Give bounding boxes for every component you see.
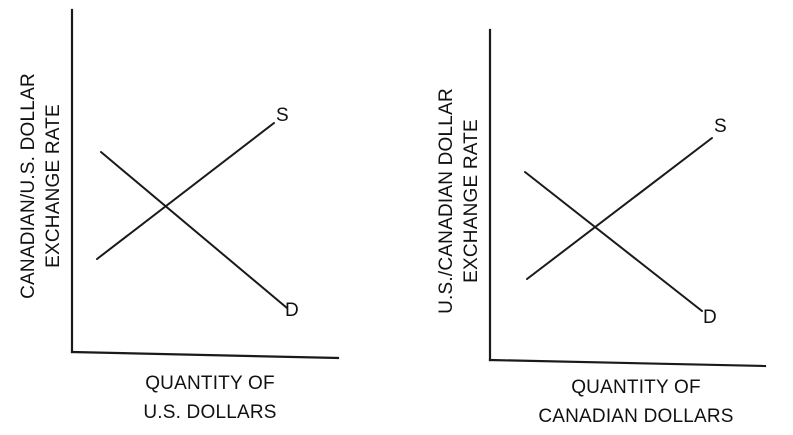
left-supply-curve [96,122,275,260]
right-y-axis-label: U.S./CANADIAN DOLLAR EXCHANGE RATE [436,88,482,314]
left-y-axis-label: CANADIAN/U.S. DOLLAR EXCHANGE RATE [18,73,64,299]
right-x-axis-label-line-1: QUANTITY OF [571,377,701,398]
left-supply-label: S [276,105,289,126]
right-x-axis-label-line-2: CANADIAN DOLLARS [538,406,733,427]
right-y-axis-label-line-1: U.S./CANADIAN DOLLAR [436,88,457,314]
right-x-axis [488,358,767,368]
right-y-axis-label-line-2: EXCHANGE RATE [461,119,482,283]
left-panel: S D CANADIAN/U.S. DOLLAR EXCHANGE RATE Q… [18,8,340,423]
left-demand-curve [100,151,288,309]
left-y-axis-label-line-1: CANADIAN/U.S. DOLLAR [18,73,39,299]
right-demand-label: D [703,307,717,328]
right-panel: S D U.S./CANADIAN DOLLAR EXCHANGE RATE Q… [436,28,767,427]
left-demand-label: D [285,300,299,321]
left-x-axis [70,350,340,360]
left-x-axis-label-line-1: QUANTITY OF [145,373,275,394]
left-x-axis-label-line-2: U.S. DOLLARS [143,402,276,423]
left-y-axis-label-line-2: EXCHANGE RATE [43,104,64,268]
right-supply-curve [526,137,713,280]
right-supply-label: S [714,116,727,137]
right-demand-curve [524,171,703,312]
